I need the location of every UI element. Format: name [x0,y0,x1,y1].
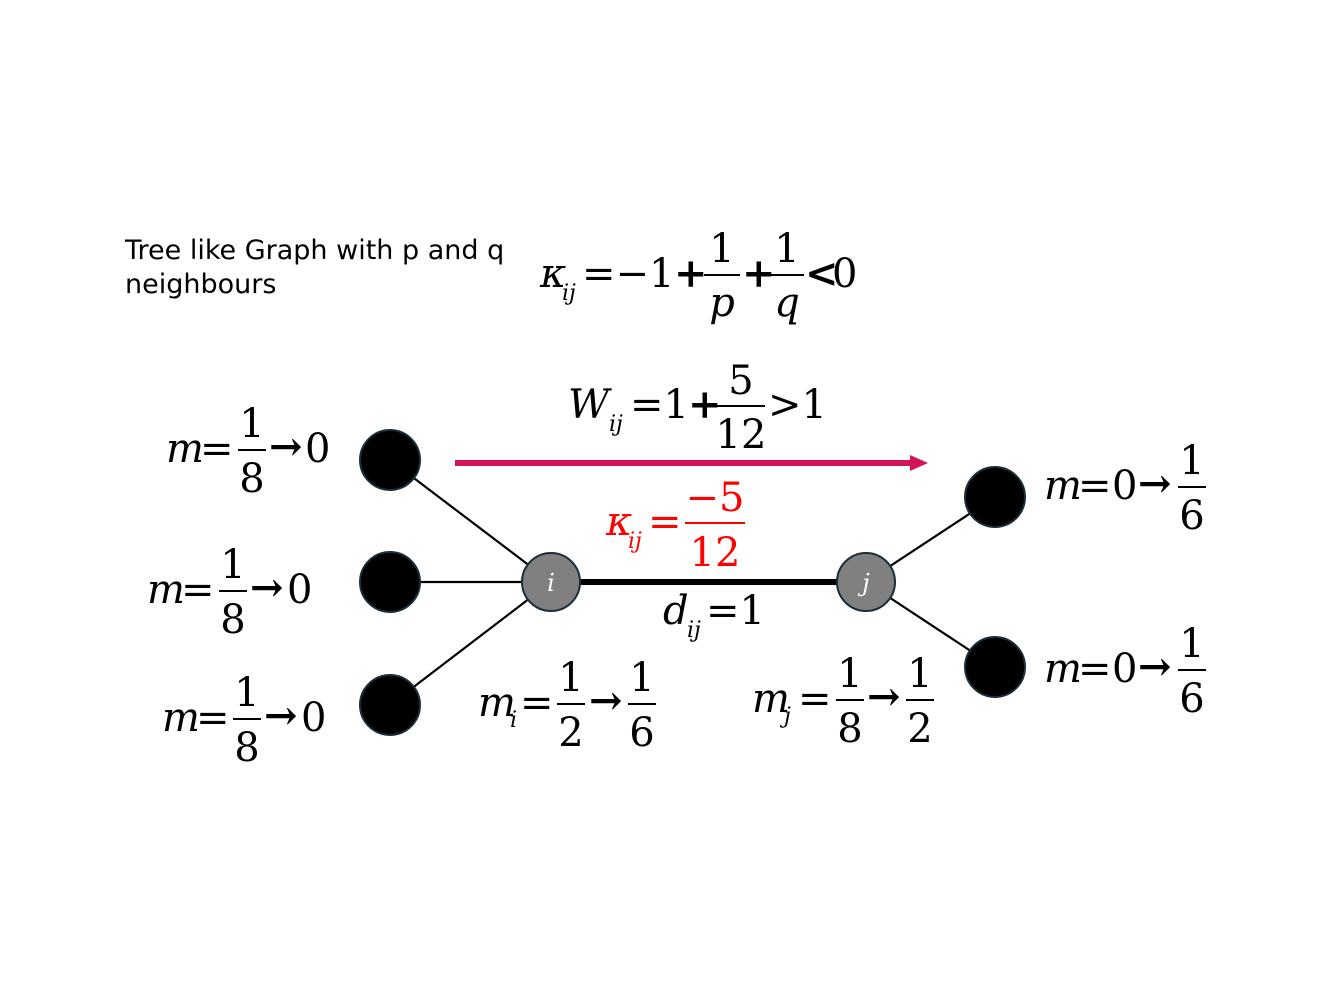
frac-p-num: 1 [709,226,734,272]
mass-j-num1: 1 [837,651,862,697]
frac-q-den: q [774,280,800,326]
mass-i: m i = 1 2 → 1 6 [478,655,656,756]
mass-eq: = [1078,646,1112,692]
mass-m: m [478,680,516,726]
node-right2 [964,636,1026,698]
mass-m: m [166,426,204,472]
mass-eq: = [181,567,215,613]
mass-i-sub: i [510,708,517,733]
w-sub: ij [609,412,623,437]
equation-distance: d ij =1 [663,588,765,643]
mass-right-from: 0 [1112,463,1137,509]
mass-eq: = [200,426,234,472]
node-left2 [359,551,421,613]
node-i [521,552,581,612]
frac-p-den: p [709,280,735,326]
caption: Tree like Graph with p and q neighbours [125,235,505,300]
d-eq: =1 [706,588,765,634]
transport-arrow-head [910,455,928,471]
plus-2: + [742,250,776,297]
d-sub: ij [687,618,701,643]
zero: 0 [832,251,857,297]
equation-kappa-value: κ ij = −5 12 [605,475,745,576]
mass-arrow: → [264,692,298,739]
mass-right1: m = 0 → 1 6 [1044,438,1206,539]
equation-kappa-general: κ ij =−1 + 1 p + 1 q < 0 [539,226,857,326]
w-symbol: W [568,382,612,428]
mass-arrow: → [1138,643,1172,690]
mass-right-num: 1 [1179,438,1204,484]
mass-left1: m = 1 8 → 0 [166,401,330,502]
node-left3 [359,674,421,736]
mass-eq: = [798,676,832,722]
mass-j: m j = 1 8 → 1 2 [752,651,934,752]
mass-left-to: 0 [305,426,330,472]
w-plus: + [688,381,722,428]
mass-left-den: 8 [220,597,245,643]
plus-1: + [674,250,708,297]
kv-den: 12 [690,530,741,576]
edge-left3-i [389,581,552,706]
mass-right-den: 6 [1179,676,1204,722]
mass-i-num1: 1 [558,655,583,701]
mass-left2: m = 1 8 → 0 [147,542,312,643]
edge-left1-i [389,459,552,583]
mass-i-den1: 2 [558,710,583,756]
less-than: < [805,250,839,297]
mass-arrow: → [1138,460,1172,507]
mass-eq: = [1078,463,1112,509]
node-left1 [359,429,421,491]
mass-right-den: 6 [1179,493,1204,539]
kv-num: −5 [686,475,745,521]
mass-j-num2: 1 [907,651,932,697]
mass-left-den: 8 [239,456,264,502]
mass-arrow: → [269,423,303,470]
mass-m: m [752,676,790,722]
mass-left3: m = 1 8 → 0 [162,670,326,771]
w-rel: >1 [768,382,827,428]
mass-i-num2: 1 [629,655,654,701]
mass-right-from: 0 [1112,646,1137,692]
kv-eq: = [648,499,682,545]
mass-left-to: 0 [287,567,312,613]
mass-arrow: → [867,673,901,720]
mass-left-num: 1 [239,401,264,447]
kv-sub: ij [628,529,642,554]
mass-i-den2: 6 [629,710,654,756]
node-j [836,552,896,612]
mass-m: m [1044,463,1082,509]
kv-kappa: κ [605,499,632,545]
frac-q-num: 1 [774,226,799,272]
mass-left-den: 8 [234,725,259,771]
kappa-symbol: κ [539,251,566,297]
d-symbol: d [663,588,689,634]
mass-right2: m = 0 → 1 6 [1044,621,1206,722]
outer-nodes [359,429,1026,736]
mass-arrow: → [589,677,623,724]
mass-left-to: 0 [301,695,326,741]
mass-m: m [147,567,185,613]
mass-j-den2: 2 [907,706,932,752]
kappa-lhs: =−1 [582,251,674,297]
w-frac-den: 12 [716,412,767,458]
mass-left-num: 1 [220,542,245,588]
equation-wasserstein: W ij =1 + 5 12 >1 [568,358,827,458]
node-i-label: i [547,569,555,597]
mass-m: m [162,695,200,741]
mass-arrow: → [250,564,284,611]
mass-eq: = [196,695,230,741]
mass-j-den1: 8 [837,706,862,752]
mass-eq: = [520,680,554,726]
node-right1 [964,466,1026,528]
kappa-sub: ij [562,281,576,306]
w-frac-num: 5 [728,358,753,404]
mass-right-num: 1 [1179,621,1204,667]
w-eq: =1 [630,382,689,428]
mass-left-num: 1 [234,670,259,716]
mass-m: m [1044,646,1082,692]
